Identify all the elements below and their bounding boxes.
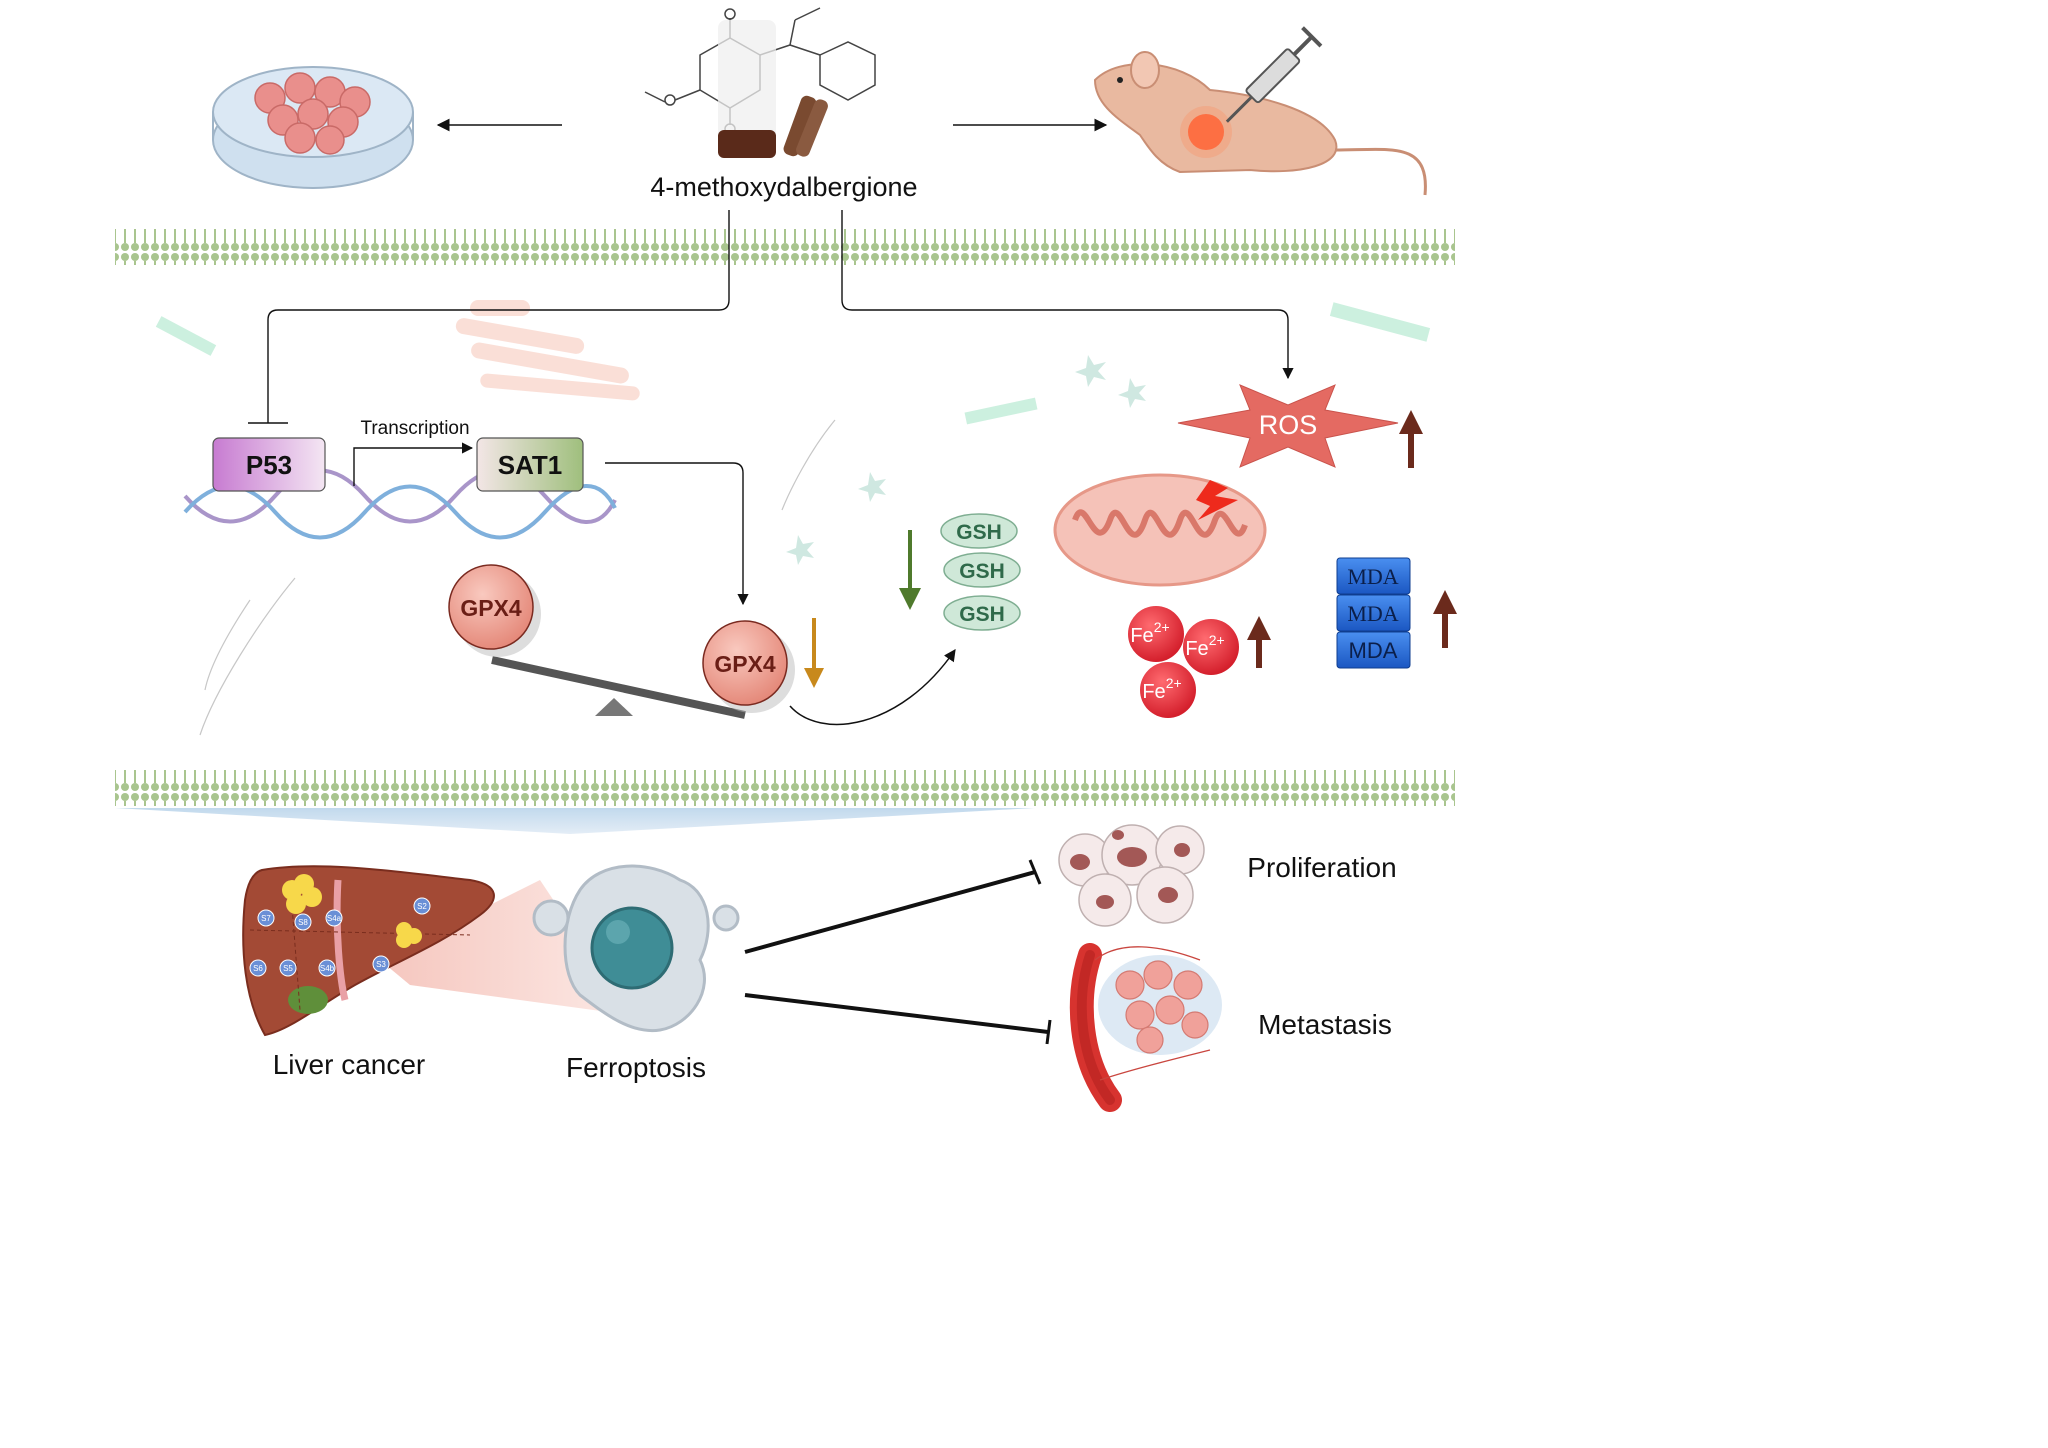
- sat1-to-gpx4-arrow: [605, 462, 749, 606]
- liver-icon: [242, 865, 495, 1037]
- dalbergia-wood-icon: [718, 20, 828, 158]
- mda-label-2: MDA: [1347, 601, 1398, 626]
- mda-stack: [1336, 557, 1411, 669]
- gpx4-to-gsh-arrow: [789, 649, 956, 726]
- arrow-to-ros: [841, 210, 1294, 380]
- seesaw-icon: [491, 656, 746, 719]
- lower-membrane: [115, 770, 1455, 806]
- dna-helix-icon: [183, 468, 617, 540]
- ferroptotic-cell-icon: [532, 864, 740, 1033]
- fe-ion-3: [1140, 662, 1196, 718]
- gsh-label-3: GSH: [959, 603, 1005, 626]
- segment-s2: S2: [417, 902, 427, 911]
- fe-ion-2-charge: 2+: [1209, 632, 1225, 648]
- zoom-cone: [380, 880, 630, 1015]
- gpx4-left-circle: [448, 564, 541, 657]
- fe-ion-2-label: Fe: [1185, 638, 1208, 660]
- proliferating-cells-icon: [1058, 824, 1205, 927]
- metastasis-vessel-icon: [1069, 943, 1222, 1112]
- gsh-decrease-arrow: [899, 530, 921, 610]
- segment-s4a: S4a: [327, 914, 342, 923]
- segment-s7: S7: [261, 914, 271, 923]
- mitochondrion-icon: [1053, 473, 1267, 587]
- upper-membrane: [115, 229, 1455, 265]
- ferroptosis-label: Ferroptosis: [566, 1052, 706, 1083]
- background-decor: [155, 300, 1431, 736]
- gsh-label-1: GSH: [956, 521, 1002, 544]
- liver-segment-markers: [249, 897, 431, 977]
- liver-cancer-label: Liver cancer: [273, 1049, 426, 1080]
- svg-text:Fe2+: Fe2+: [1130, 619, 1169, 647]
- gpx4-left-label: GPX4: [460, 595, 522, 621]
- mda-label-1: MDA: [1347, 564, 1398, 589]
- ros-burst: [1177, 384, 1399, 468]
- petri-dish-icon: [212, 66, 414, 189]
- segment-s5: S5: [283, 964, 293, 973]
- proliferation-label: Proliferation: [1247, 852, 1396, 883]
- fe-ion-2: [1183, 619, 1239, 675]
- spotlight-beam: [115, 808, 1035, 834]
- ros-label: ROS: [1259, 410, 1318, 440]
- metastasis-label: Metastasis: [1258, 1009, 1392, 1040]
- segment-s4b: S4b: [320, 964, 335, 973]
- segment-s6: S6: [253, 964, 263, 973]
- p53-box: [212, 437, 326, 492]
- segment-s3: S3: [376, 960, 386, 969]
- transcription-label: Transcription: [360, 418, 469, 439]
- inhibits-metastasis-line: [744, 993, 1052, 1045]
- compound-name: 4-methoxydalbergione: [650, 172, 917, 202]
- gsh-label-2: GSH: [959, 560, 1005, 583]
- gpx4-right-label: GPX4: [714, 651, 776, 677]
- gpx4-right-circle: [702, 620, 795, 713]
- fe-ion-1-label: Fe: [1130, 625, 1153, 647]
- gpx4-decrease-arrow: [804, 618, 824, 688]
- sat1-label: SAT1: [498, 450, 563, 480]
- svg-text:Fe2+: Fe2+: [1185, 632, 1224, 660]
- mda-increase-arrow: [1433, 590, 1457, 648]
- gsh-stack: [940, 513, 1021, 631]
- fe-ion-3-label: Fe: [1142, 681, 1165, 703]
- transcription-arrow: [353, 442, 474, 486]
- mouse-injection-icon: [1093, 26, 1427, 196]
- fe-ion-1: [1128, 606, 1184, 662]
- sat1-box: [476, 437, 584, 492]
- mda-label-3: MDA: [1349, 638, 1398, 663]
- svg-text:Fe2+: Fe2+: [1142, 675, 1181, 703]
- fe-increase-arrow: [1247, 616, 1271, 668]
- fe-ion-3-charge: 2+: [1166, 675, 1182, 691]
- ros-increase-arrow: [1399, 410, 1423, 468]
- inhibits-proliferation-line: [744, 859, 1042, 954]
- inhibition-line-to-p53: [267, 210, 730, 423]
- segment-s8: S8: [298, 918, 308, 927]
- p53-label: P53: [246, 450, 292, 480]
- mechanism-diagram: 4-methoxydalbergione: [115, 7, 1457, 1112]
- fe-ion-1-charge: 2+: [1154, 619, 1170, 635]
